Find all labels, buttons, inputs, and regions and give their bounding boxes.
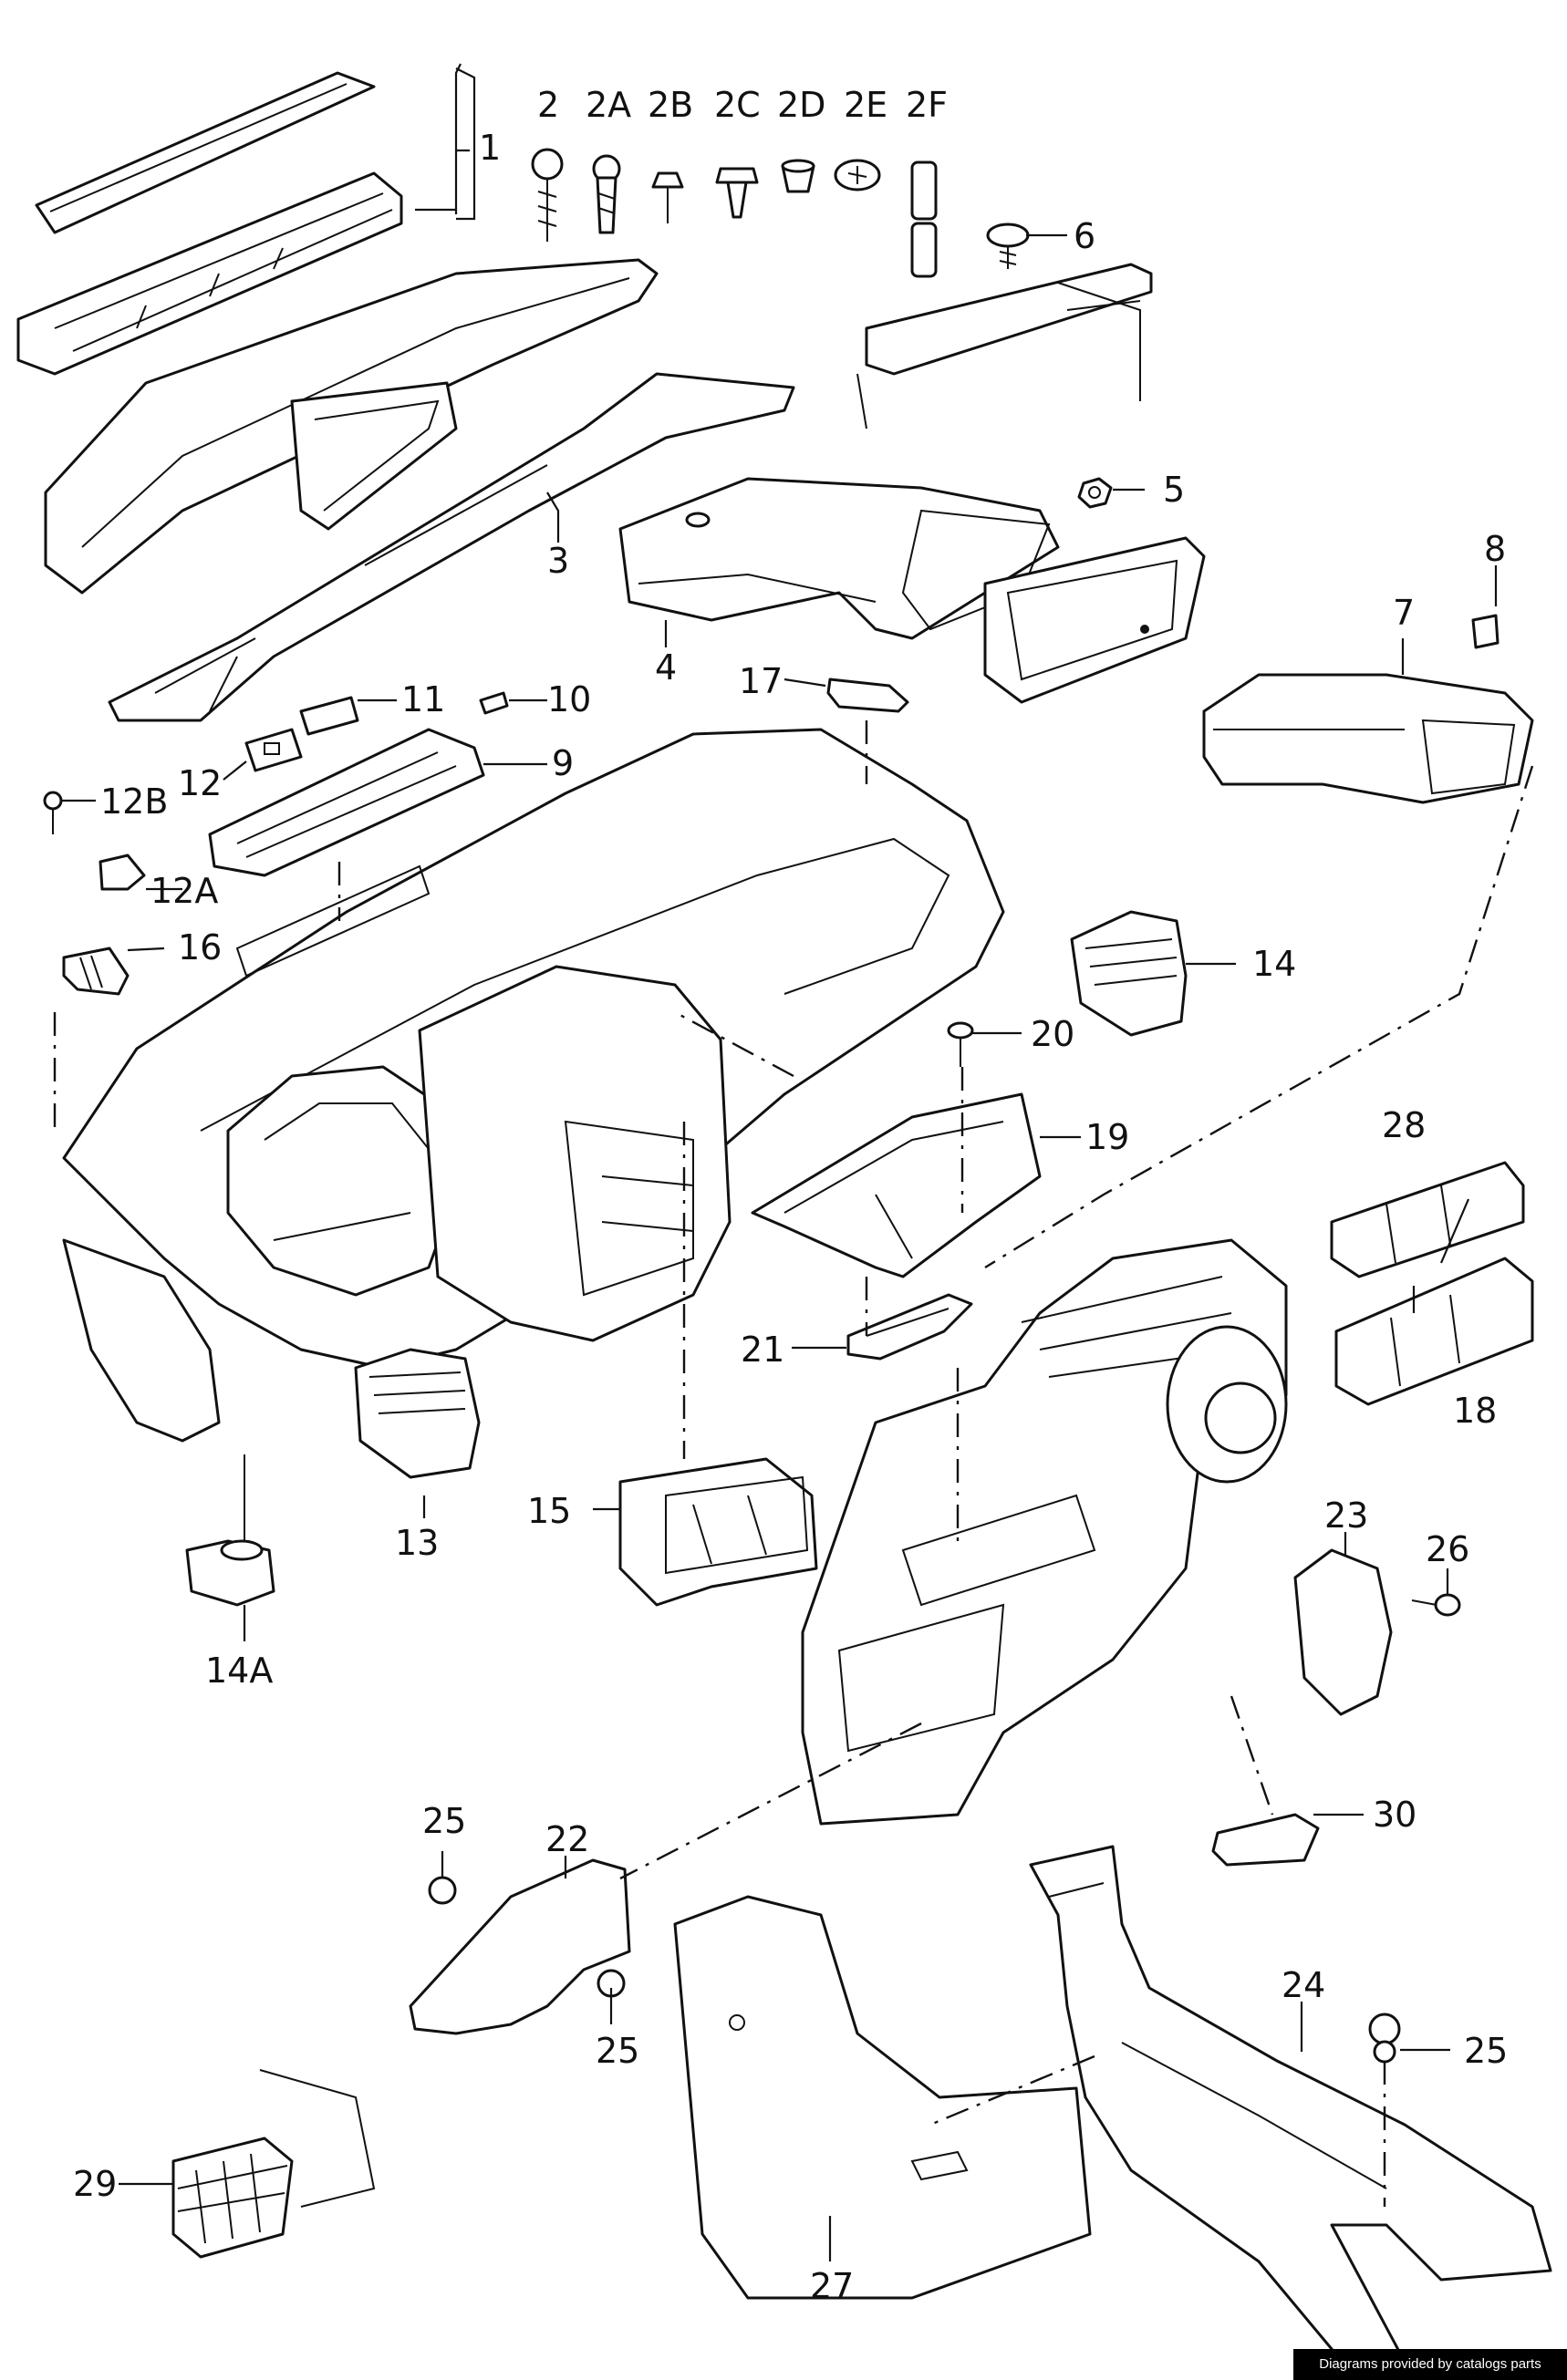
part-12a-switch-module [99,854,146,891]
part-4-air-duct [618,477,1060,640]
callout-2c: 2C [714,85,761,125]
callout-2f: 2F [906,85,948,125]
callout-2e: 2E [844,85,887,125]
part-15-center-vent [618,1457,818,1607]
part-defroster-housing [44,258,659,595]
callout-11: 11 [401,679,445,719]
callout-5: 5 [1163,470,1185,510]
callout-23: 23 [1324,1495,1368,1536]
callout-29: 29 [73,2164,117,2204]
part-29-grille [171,2069,376,2259]
callout-2: 2 [537,85,559,125]
callout-7: 7 [1393,593,1415,633]
callout-8: 8 [1484,529,1506,569]
callout-18: 18 [1453,1391,1497,1431]
leader-lines [62,63,1498,2261]
callout-2b: 2B [648,85,693,125]
callout-30: 30 [1373,1795,1417,1835]
assembly-lines [53,720,1534,2207]
part-9-speaker-grille [208,728,485,877]
part-24-floor-duct [1029,1845,1552,2373]
part-2-screw-set [531,148,938,278]
callout-1: 1 [479,128,501,168]
callout-14: 14 [1252,944,1296,984]
part-30-clip [1211,1813,1320,1867]
callout-2a: 2A [586,85,631,125]
callout-labels: 1 2 2A 2B 2C 2D 2E 2F 3 4 5 6 7 8 9 10 1… [73,85,1508,2306]
callout-24: 24 [1282,1965,1325,2005]
callout-3: 3 [547,541,569,581]
part-7-air-duct-right [1202,673,1534,804]
part-5-nut [1077,477,1113,509]
part-crossmember [856,263,1153,429]
part-19-air-channel [751,1092,1042,1278]
part-12b-screw [43,791,63,834]
part-10-clip [479,691,509,715]
callout-25-upper: 25 [422,1801,466,1841]
part-23-flap [1293,1548,1393,1716]
callout-15: 15 [527,1491,571,1531]
callout-12a: 12A [150,871,218,911]
part-26-screw [1411,1593,1461,1617]
callout-16: 16 [178,927,222,968]
part-27-side-panel [673,1895,1092,2300]
callout-10: 10 [547,679,591,719]
part-12-switch [244,728,303,772]
callout-21: 21 [741,1330,784,1370]
callout-13: 13 [395,1523,439,1563]
part-3-air-duct-channel [108,372,795,722]
part-21-bracket [846,1293,973,1361]
part-16-side-vent [62,947,130,996]
part-8-clip [1471,614,1500,649]
callout-22: 22 [545,1819,589,1859]
callout-12: 12 [178,763,222,803]
callout-26: 26 [1426,1529,1469,1569]
callout-6: 6 [1074,216,1095,256]
part-14-vent-right [1070,910,1188,1037]
credit-banner: Diagrams provided by catalogs parts [1293,2349,1567,2380]
callout-9: 9 [552,743,574,783]
part-dashboard-panel [62,728,1005,1443]
part-11-cover [299,696,359,736]
part-13-vent-left [354,1348,481,1479]
callout-25-right: 25 [1464,2031,1508,2071]
part-center-vent-frame [983,536,1206,704]
callout-28: 28 [1382,1105,1426,1145]
part-heater-ac-unit [801,1238,1288,1826]
callout-14a: 14A [205,1650,273,1691]
part-17-cover [826,678,909,713]
callout-20: 20 [1031,1014,1074,1054]
callout-12b: 12B [100,781,168,822]
callout-4: 4 [655,647,677,688]
callout-19: 19 [1085,1117,1129,1157]
part-28-grille [1330,1161,1525,1278]
part-20-screw [947,1021,974,1067]
callout-25-lower: 25 [596,2031,639,2071]
part-18-grille [1334,1257,1534,1406]
part-14a-servo-motor [185,1454,275,1607]
part-1-defroster-vent [16,71,403,376]
part-25-clips [428,1876,1401,2064]
callout-17: 17 [739,661,783,701]
callout-27: 27 [810,2266,854,2306]
callout-2d: 2D [777,85,825,125]
part-6-screw [986,222,1030,269]
